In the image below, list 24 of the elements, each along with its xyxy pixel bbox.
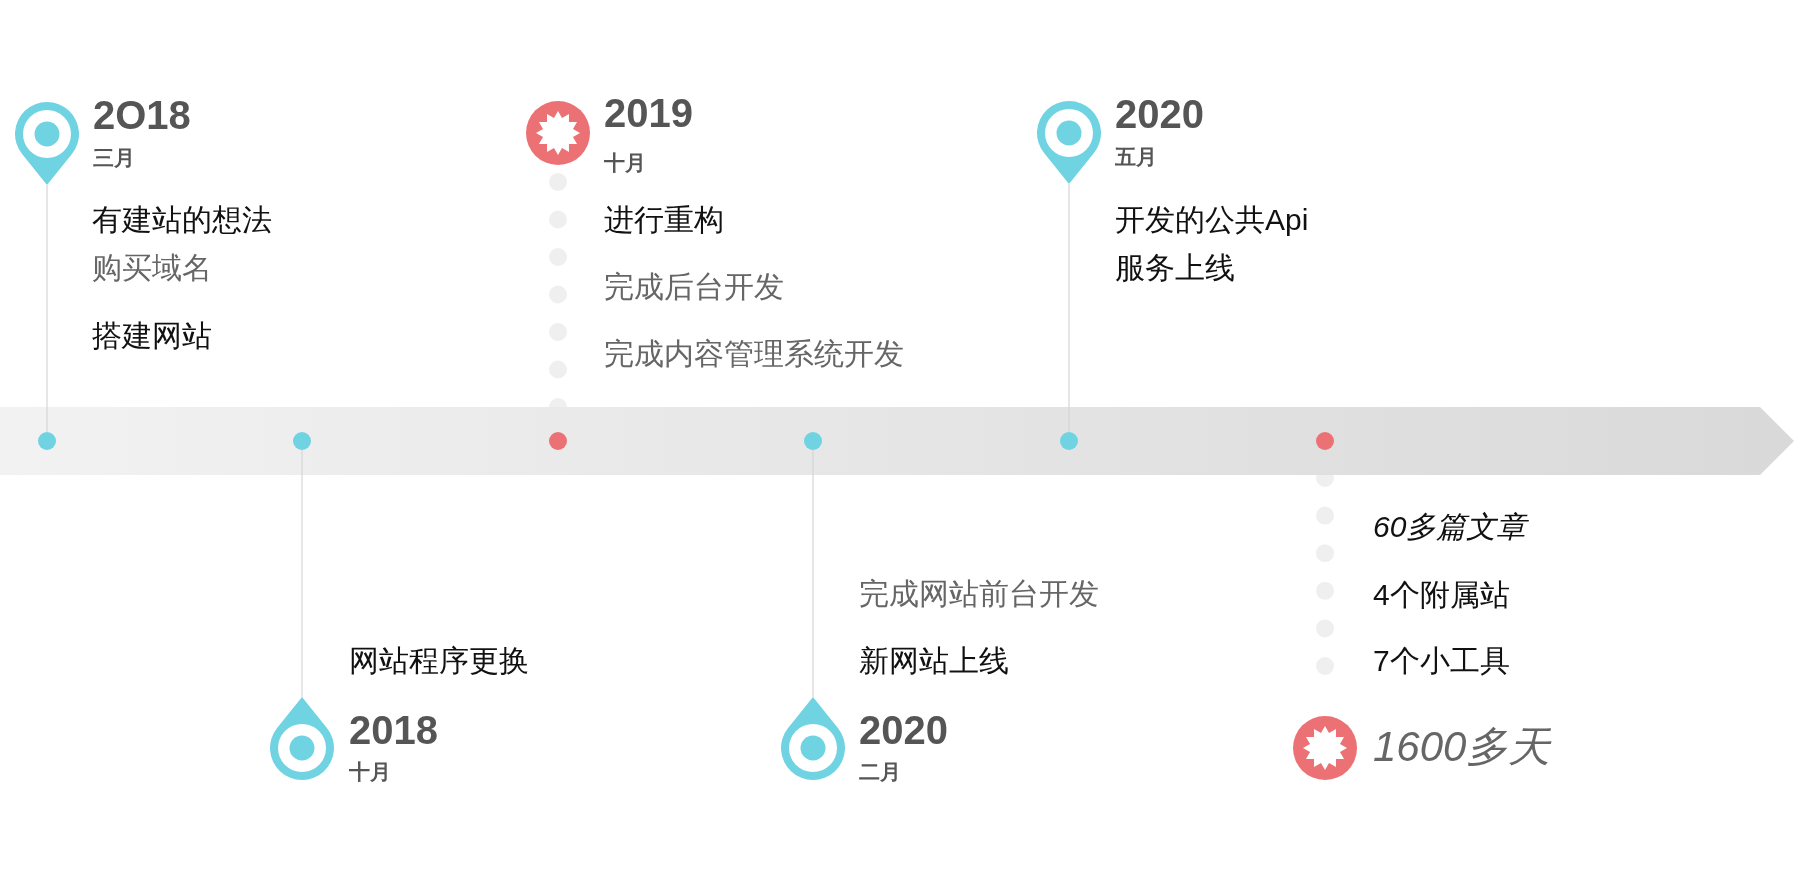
year-label: 2018	[349, 710, 438, 750]
year-label: 2019	[604, 93, 693, 133]
milestone-text: 完成网站前台开发	[859, 576, 1099, 612]
milestone-text: 开发的公共Api服务上线	[1115, 202, 1310, 286]
year-label: 2020	[859, 710, 948, 750]
duration-label: 1600多天	[1373, 726, 1551, 768]
month-label: 十月	[604, 151, 646, 173]
milestone-text: 搭建网站	[92, 318, 212, 354]
milestone-text: 60多篇文章	[1373, 509, 1527, 545]
milestone-text: 完成后台开发	[604, 269, 784, 305]
milestone-text: 购买域名	[92, 250, 212, 286]
month-label: 三月	[93, 146, 135, 168]
milestone-text: 新网站上线	[859, 643, 1009, 679]
year-label: 2020	[1115, 94, 1204, 134]
month-label: 二月	[859, 760, 901, 782]
year-label: 2O18	[93, 95, 191, 135]
milestone-text: 网站程序更换	[349, 643, 529, 679]
milestone-text: 4个附属站	[1373, 577, 1510, 613]
month-label: 十月	[349, 760, 391, 782]
milestone-text: 进行重构	[604, 202, 724, 238]
milestone-text: 完成内容管理系统开发	[604, 336, 904, 372]
month-label: 五月	[1115, 145, 1157, 167]
milestone-text: 有建站的想法	[92, 202, 272, 238]
milestone-text: 7个小工具	[1373, 643, 1510, 679]
